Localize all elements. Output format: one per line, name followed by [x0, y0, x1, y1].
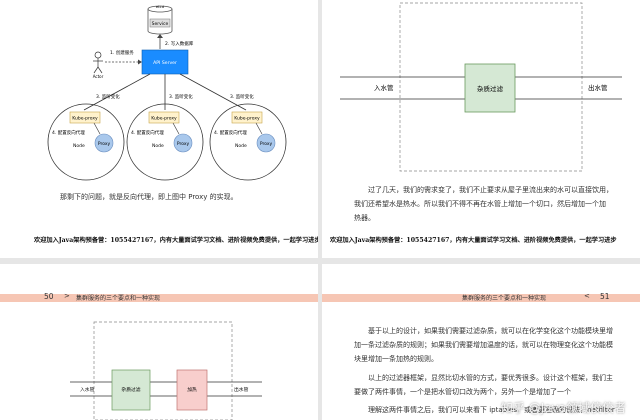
kube-proxy-label-3: Kube-proxy: [234, 116, 260, 122]
paragraph-line: 以上的过滤器框架，显然比切水管的方式，要优秀很多。设计这个框架，我们主: [368, 374, 613, 382]
node-1: Kube-proxy 4. 配置反向代理 Node Proxy: [47, 103, 125, 181]
filter-label: 杂质过滤: [121, 386, 140, 393]
out-pipe-label: 出水管: [234, 386, 249, 393]
out-pipe-label: 出水管: [588, 83, 608, 92]
create-service-label: 1. 创建服务: [110, 49, 134, 56]
kube-proxy-label-2: Kube-proxy: [151, 116, 177, 122]
diagram-caption: 那剩下的问题，就是反向代理，即上图中 Proxy 的实现。: [60, 193, 238, 201]
header-separator: <: [584, 292, 590, 300]
filter-box: [464, 63, 516, 113]
page-bottom-right: 集群服务的三个要点和一种实现 < 51 基于以上的设计，如果我们需要过滤杂质，就…: [322, 264, 640, 420]
node-2: Kube-proxy 4. 配置反向代理 Node Proxy: [126, 103, 204, 181]
header-separator: >: [64, 292, 70, 300]
etcd-label: etcd: [156, 4, 165, 9]
paragraph-line: 块里增加一条加热的规则。: [354, 355, 438, 363]
api-server-label: API Server: [153, 60, 177, 66]
chapter-header-band: [0, 294, 318, 302]
service-label: Service: [152, 21, 169, 27]
paragraph-line: 加一条过滤杂质的规则；如果我们需要增加温度的话，就可以在物理变化这个功能模: [354, 341, 613, 349]
actor-figure: Actor: [93, 51, 104, 79]
paragraph-line: 热器。: [354, 214, 375, 222]
proxy-label-3: Proxy: [260, 141, 273, 147]
chapter-title: 集群服务的三个要点和一种实现: [462, 295, 547, 302]
config-label-3: 4. 配置反向代理: [214, 129, 247, 136]
heater-box: [176, 369, 208, 411]
zhihu-watermark: 知乎 @Java领域佼佼者: [500, 401, 626, 415]
water-filter-diagram: 入水管 杂质过滤 出水管: [340, 2, 622, 172]
page-number: 50: [44, 292, 54, 301]
write-db-label: 2. 写入数据库: [165, 40, 194, 47]
page-number: 51: [600, 292, 610, 301]
node-label-3: Node: [235, 143, 247, 149]
in-pipe-label: 入水管: [80, 386, 95, 393]
chapter-title: 集群服务的三个要点和一种实现: [76, 295, 161, 302]
proxy-label-2: Proxy: [177, 141, 190, 147]
recruit-footer: 欢迎加入Java架构预备营：1055427167，内有大量面试学习文档、进阶视频…: [34, 237, 318, 244]
node-label-2: Node: [152, 143, 164, 149]
chapter-header-band: [322, 294, 640, 302]
page-bottom-left: 50 > 集群服务的三个要点和一种实现 入水管 杂质过滤 加热 出水管: [0, 264, 318, 420]
etcd-database: etcd Service: [147, 4, 173, 35]
kubernetes-service-diagram: etcd Service 2. 写入数据库 Actor 1. 创建服务 API …: [47, 4, 287, 181]
config-label-2: 4. 配置反向代理: [131, 129, 164, 136]
watch-label-1: 3. 监听变化: [96, 93, 120, 100]
water-filter-heater-diagram: 入水管 杂质过滤 加热 出水管: [70, 321, 262, 420]
paragraph-line: 理解这两件事情之后，我们可以来看下 iptables，或者更准确的说法，netf…: [368, 406, 615, 414]
filter-box: [111, 369, 151, 411]
heater-label: 加热: [187, 386, 197, 393]
house-boundary: [399, 2, 583, 172]
paragraph-line: 基于以上的设计，如果我们需要过滤杂质，就可以在化学变化这个功能模块里增: [368, 327, 613, 335]
watch-label-2: 3. 监听变化: [169, 93, 193, 100]
paragraph-line: 过了几天，我们的需求变了，我们不止要求从屋子里流出来的水可以直接饮用，: [368, 186, 613, 194]
page-top-left: etcd Service 2. 写入数据库 Actor 1. 创建服务 API …: [0, 0, 318, 258]
node-label-1: Node: [73, 143, 85, 149]
house-boundary: [93, 321, 233, 420]
api-server-box: [141, 49, 189, 75]
filter-label: 杂质过滤: [477, 84, 504, 93]
paragraph-line: 要做了两件事情，一个是把水管切口改为两个，另外一个是增加了一个: [354, 388, 571, 396]
node-3: Kube-proxy 4. 配置反向代理 Node Proxy: [209, 103, 287, 181]
watch-label-3: 3. 监听变化: [230, 93, 254, 100]
kube-proxy-label-1: Kube-proxy: [72, 116, 98, 122]
paragraph-line: 我们还希望水是热水。所以我们不得不再在水管上增加一个切口，然后增加一个加: [354, 200, 606, 208]
config-label-1: 4. 配置反向代理: [52, 129, 85, 136]
proxy-label-1: Proxy: [98, 141, 111, 147]
recruit-footer: 欢迎加入Java架构预备营：1055427167，内有大量面试学习文档、进阶视频…: [330, 237, 617, 244]
in-pipe-label: 入水管: [374, 83, 394, 92]
page-top-right: 入水管 杂质过滤 出水管 过了几天，我们的需求变了，我们不止要求从屋子里流出来的…: [322, 0, 640, 258]
actor-label: Actor: [93, 74, 104, 79]
